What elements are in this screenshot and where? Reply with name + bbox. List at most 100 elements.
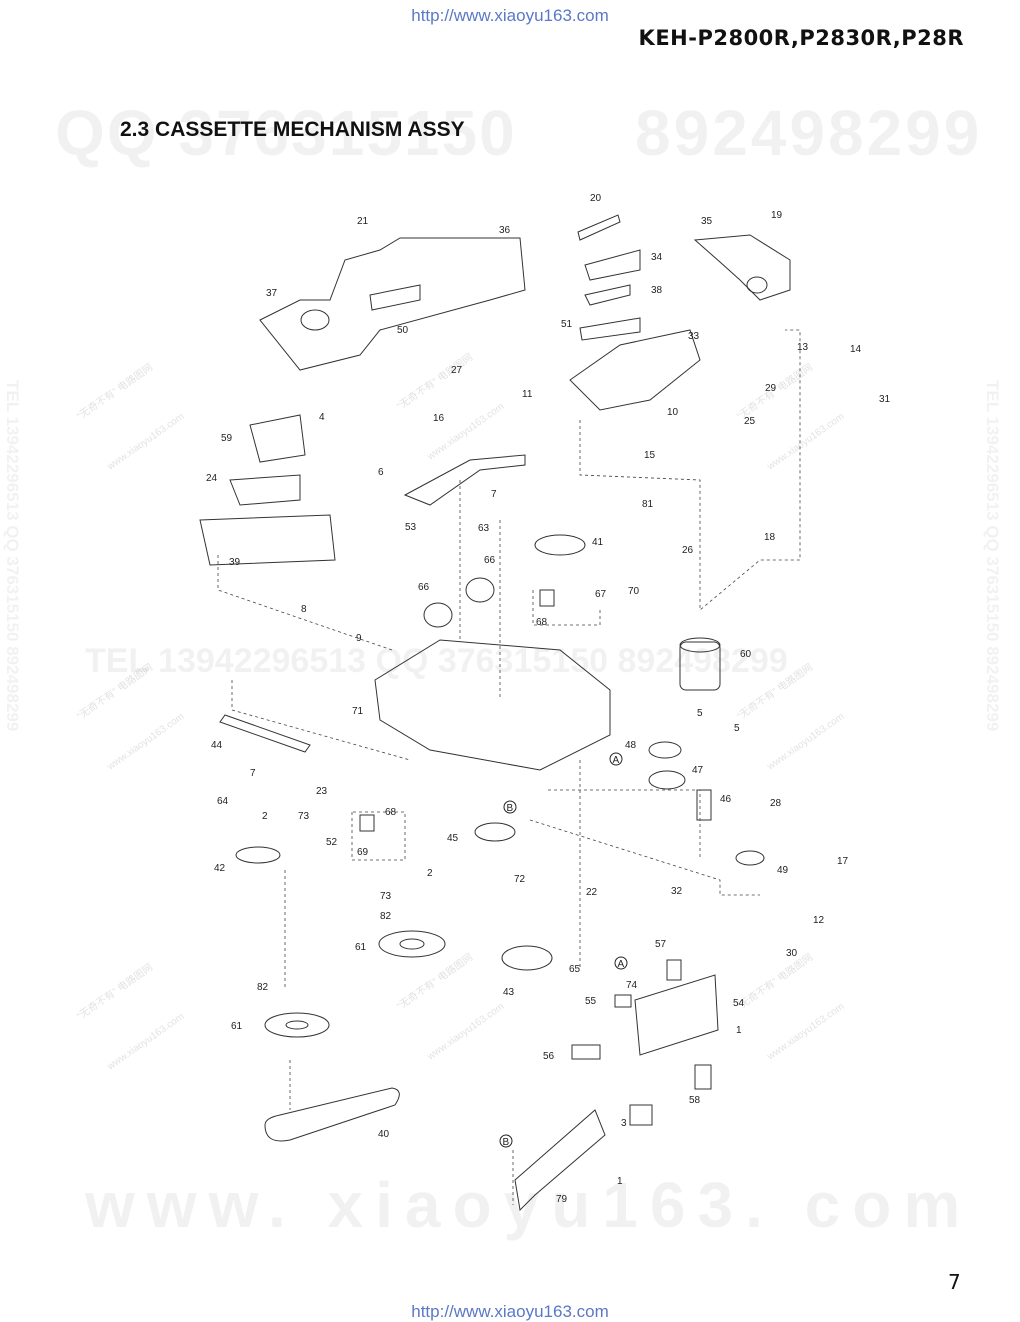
part-label: 9 [356,633,362,644]
part-label: 14 [850,344,862,355]
part-38 [584,284,631,306]
part-label: 20 [590,193,602,204]
part-50 [369,284,421,311]
part-label: 46 [720,794,732,805]
part-68-2 [359,814,375,832]
part-label: 28 [770,798,782,809]
part-53 [403,454,526,506]
leader-lines [217,329,801,1205]
part-label: 42 [214,863,226,874]
part-43-gear [501,945,553,971]
header-url-link[interactable]: http://www.xiaoyu163.com [411,6,609,25]
part-label: 40 [378,1129,390,1140]
part-label: 30 [786,948,798,959]
tile-wm: www.xiaoyu163.com [425,1001,507,1063]
tile-wm: www.xiaoyu163.com [105,711,187,773]
part-label: 6 [378,467,384,478]
part-label: 22 [586,887,598,898]
part-66-gear [423,602,453,628]
part-label: 23 [316,786,328,797]
part-68 [539,589,555,607]
part-label: 63 [478,523,490,534]
marker-circle [609,752,623,766]
part-label: 26 [682,545,694,556]
part-label: 47 [692,765,704,776]
part-40-belt [264,1087,400,1142]
part-61-hub-2 [285,1020,309,1030]
part-label: 50 [397,325,409,336]
page-number: 7 [948,1270,961,1294]
part-label: 73 [380,891,392,902]
marker-label: A [618,959,625,970]
part-45-gear [474,822,516,842]
part-label: 8 [301,604,307,615]
part-35 [693,234,791,301]
tile-wm: “无奇不有” 电路图网 [734,951,815,1013]
part-labels: 1 1 2 2 3 4 5 5 6 7 7 8 9 10 11 12 13 14… [206,193,891,1205]
tile-wm: “无奇不有” 电路图网 [394,951,475,1013]
part-label: 12 [813,915,825,926]
part-66-gear-2 [465,577,495,603]
part-label: 21 [357,216,369,227]
part-label: 10 [667,407,679,418]
part-label: 64 [217,796,229,807]
marker-circle [499,1134,513,1148]
part-48-gear [648,741,682,759]
part-label: 82 [380,911,392,922]
part-label: 73 [298,811,310,822]
reference-markers: A A B B [499,752,628,1148]
part-24 [229,474,301,506]
tile-wm: “无奇不有” 电路图网 [74,961,155,1023]
part-42 [235,846,281,864]
part-60-motor [679,641,721,691]
part-label: 71 [352,706,364,717]
part-61-flywheel [378,930,446,958]
marker-label: B [507,803,514,814]
part-71-chassis [374,639,611,771]
part-label: 59 [221,433,233,444]
part-label: 29 [765,383,777,394]
part-60-top [679,637,721,653]
part-label: 66 [484,555,496,566]
part-34 [584,249,641,281]
footer-url-link[interactable]: http://www.xiaoyu163.com [411,1302,609,1321]
part-label: 45 [447,833,459,844]
part-label: 33 [688,331,700,342]
part-79-plate [514,1109,606,1212]
part-label: 67 [595,589,607,600]
part-label: 70 [628,586,640,597]
part-label: 39 [229,557,241,568]
part-46 [696,789,712,821]
part-44 [219,714,311,753]
part-51 [579,317,641,341]
part-label: 17 [837,856,849,867]
part-label: 3 [621,1118,627,1129]
part-56 [571,1044,601,1060]
part-label: 61 [355,942,367,953]
part-label: 32 [671,886,683,897]
part-20 [577,214,621,241]
part-35-hole [746,276,768,294]
part-label: 34 [651,252,663,263]
part-label: 48 [625,740,637,751]
part-label: 49 [777,865,789,876]
part-label: 13 [797,342,809,353]
part-label: 66 [418,582,430,593]
part-label: 72 [514,874,526,885]
part-label: 51 [561,319,573,330]
part-label: 61 [231,1021,243,1032]
part-label: 36 [499,225,511,236]
part-47-gear [648,770,686,790]
tile-wm: www.xiaoyu163.com [105,411,187,473]
part-label: 56 [543,1051,555,1062]
tile-wm: “无奇不有” 电路图网 [394,351,475,413]
part-label: 2 [427,868,433,879]
part-label: 69 [357,847,369,858]
part-label: 19 [771,210,783,221]
part-label: 31 [879,394,891,405]
part-label: 11 [522,389,533,400]
tile-wm: www.xiaoyu163.com [765,411,847,473]
tile-wm: “无奇不有” 电路图网 [74,661,155,723]
part-label: 5 [697,708,703,719]
part-label: 54 [733,998,745,1009]
